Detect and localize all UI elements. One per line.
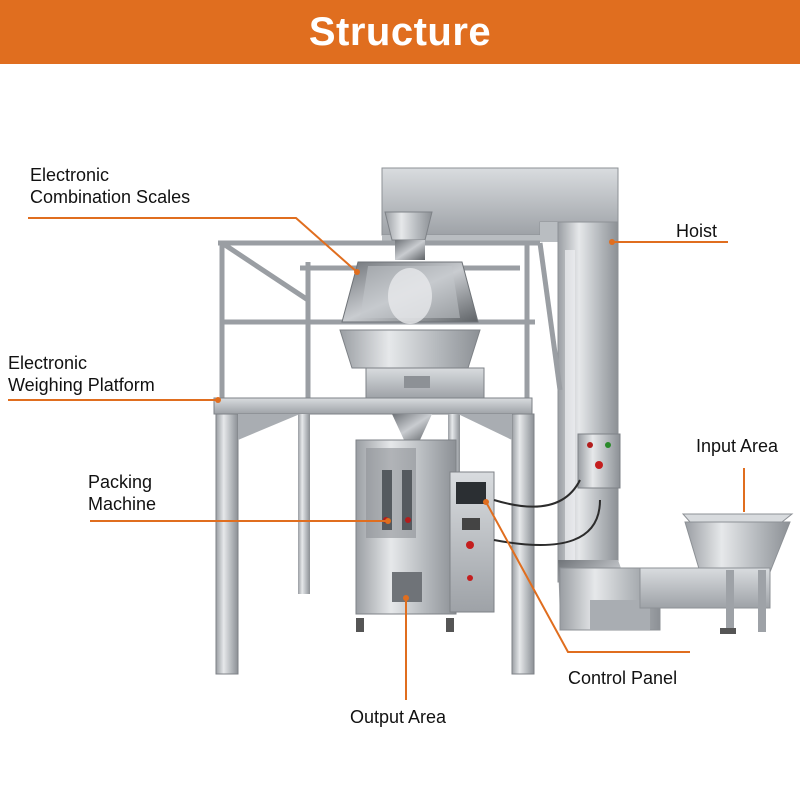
- label-line: Packing: [88, 472, 153, 492]
- label-line: Combination Scales: [30, 187, 191, 207]
- leader-dot: [403, 595, 409, 601]
- input-hopper: [639, 513, 794, 634]
- label-combination-scales: Electronic Combination Scales: [30, 164, 190, 208]
- packing-machine-body: [355, 414, 495, 632]
- label-line: Electronic: [8, 353, 88, 373]
- label-line: Control Panel: [568, 668, 678, 688]
- label-line: Input Area: [696, 436, 779, 456]
- leader-dot: [354, 269, 360, 275]
- callout-leaders: [8, 217, 745, 700]
- label-line: Electronic: [30, 165, 110, 185]
- label-control-panel: Control Panel: [568, 667, 677, 689]
- leader-dot: [609, 239, 615, 245]
- label-output-area: Output Area: [350, 706, 446, 728]
- leader-dot: [483, 499, 489, 505]
- leader-combination-scales: [28, 217, 358, 273]
- cable: [493, 479, 581, 508]
- label-packing-machine: Packing Machine: [88, 471, 156, 515]
- label-line: Weighing Platform: [8, 375, 155, 395]
- page-title: Structure: [308, 9, 492, 54]
- leader-control-panel: [485, 501, 690, 653]
- cable: [493, 499, 601, 546]
- leader-dot: [385, 518, 391, 524]
- label-weighing-platform: Electronic Weighing Platform: [8, 352, 155, 396]
- leader-dot: [215, 397, 221, 403]
- hoist-control-box: [577, 433, 621, 489]
- label-line: Output Area: [350, 707, 447, 727]
- label-line: Hoist: [676, 221, 718, 241]
- label-input-area: Input Area: [696, 435, 778, 457]
- label-hoist: Hoist: [676, 220, 717, 242]
- multihead-weigher: [339, 211, 485, 399]
- title-banner: Structure: [0, 0, 800, 64]
- hoist-structure: [381, 167, 661, 631]
- label-line: Machine: [88, 494, 157, 514]
